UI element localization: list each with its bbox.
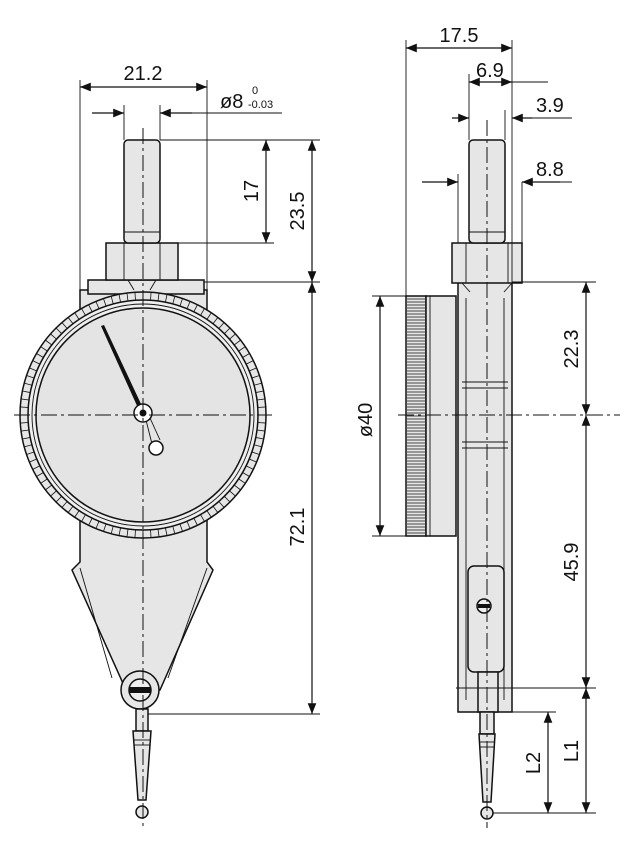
front-stem bbox=[123, 139, 161, 244]
side-bezel-knurl bbox=[407, 298, 425, 534]
dim-side-stem-dia: 8.8 bbox=[536, 159, 564, 181]
dim-front-stem-length: 17 bbox=[241, 180, 263, 202]
dial-pointer-tail bbox=[145, 417, 161, 445]
dim-front-stem-tol-upper: 0 bbox=[252, 85, 258, 97]
dim-side-stem-inner: 3.9 bbox=[536, 95, 564, 117]
dim-side-l1: L1 bbox=[561, 740, 583, 762]
dim-side-stem-offset: 6.9 bbox=[476, 60, 504, 82]
dim-side-bezel-dia: ø40 bbox=[355, 403, 377, 437]
dim-front-stem-dia: ø8 bbox=[220, 91, 243, 113]
dim-front-stem-total: 23.5 bbox=[287, 192, 309, 231]
front-stylus-ball bbox=[135, 805, 149, 819]
dial-small-hub bbox=[148, 440, 164, 456]
dim-front-stem-tol-lower: -0.03 bbox=[248, 99, 273, 111]
front-body-wing-left bbox=[79, 567, 113, 679]
side-clip bbox=[467, 565, 505, 673]
side-dial-housing bbox=[425, 295, 457, 537]
dim-side-top-to-center: 22.3 bbox=[561, 330, 583, 369]
dim-front-width: 21.2 bbox=[124, 63, 163, 85]
front-stylus bbox=[132, 730, 152, 801]
side-stylus-neck bbox=[477, 671, 499, 713]
dial-pointer bbox=[101, 325, 142, 408]
side-view: 17.5 6.9 3.9 8.8 ø40 22.3 45.9 bbox=[355, 25, 620, 828]
front-bezel-knurl bbox=[20, 292, 266, 538]
front-body-wing-right bbox=[167, 567, 208, 679]
dim-front-body-length: 72.1 bbox=[287, 508, 309, 547]
front-stylus-neck bbox=[135, 708, 149, 732]
dim-side-l2: L2 bbox=[523, 752, 545, 774]
dim-side-center-to-bottom: 45.9 bbox=[561, 543, 583, 582]
front-view: 21.2 ø8 0 -0.03 17 23.5 72.1 bbox=[14, 63, 320, 828]
front-hex-nut bbox=[105, 242, 179, 281]
dim-side-total-depth: 17.5 bbox=[440, 25, 479, 47]
